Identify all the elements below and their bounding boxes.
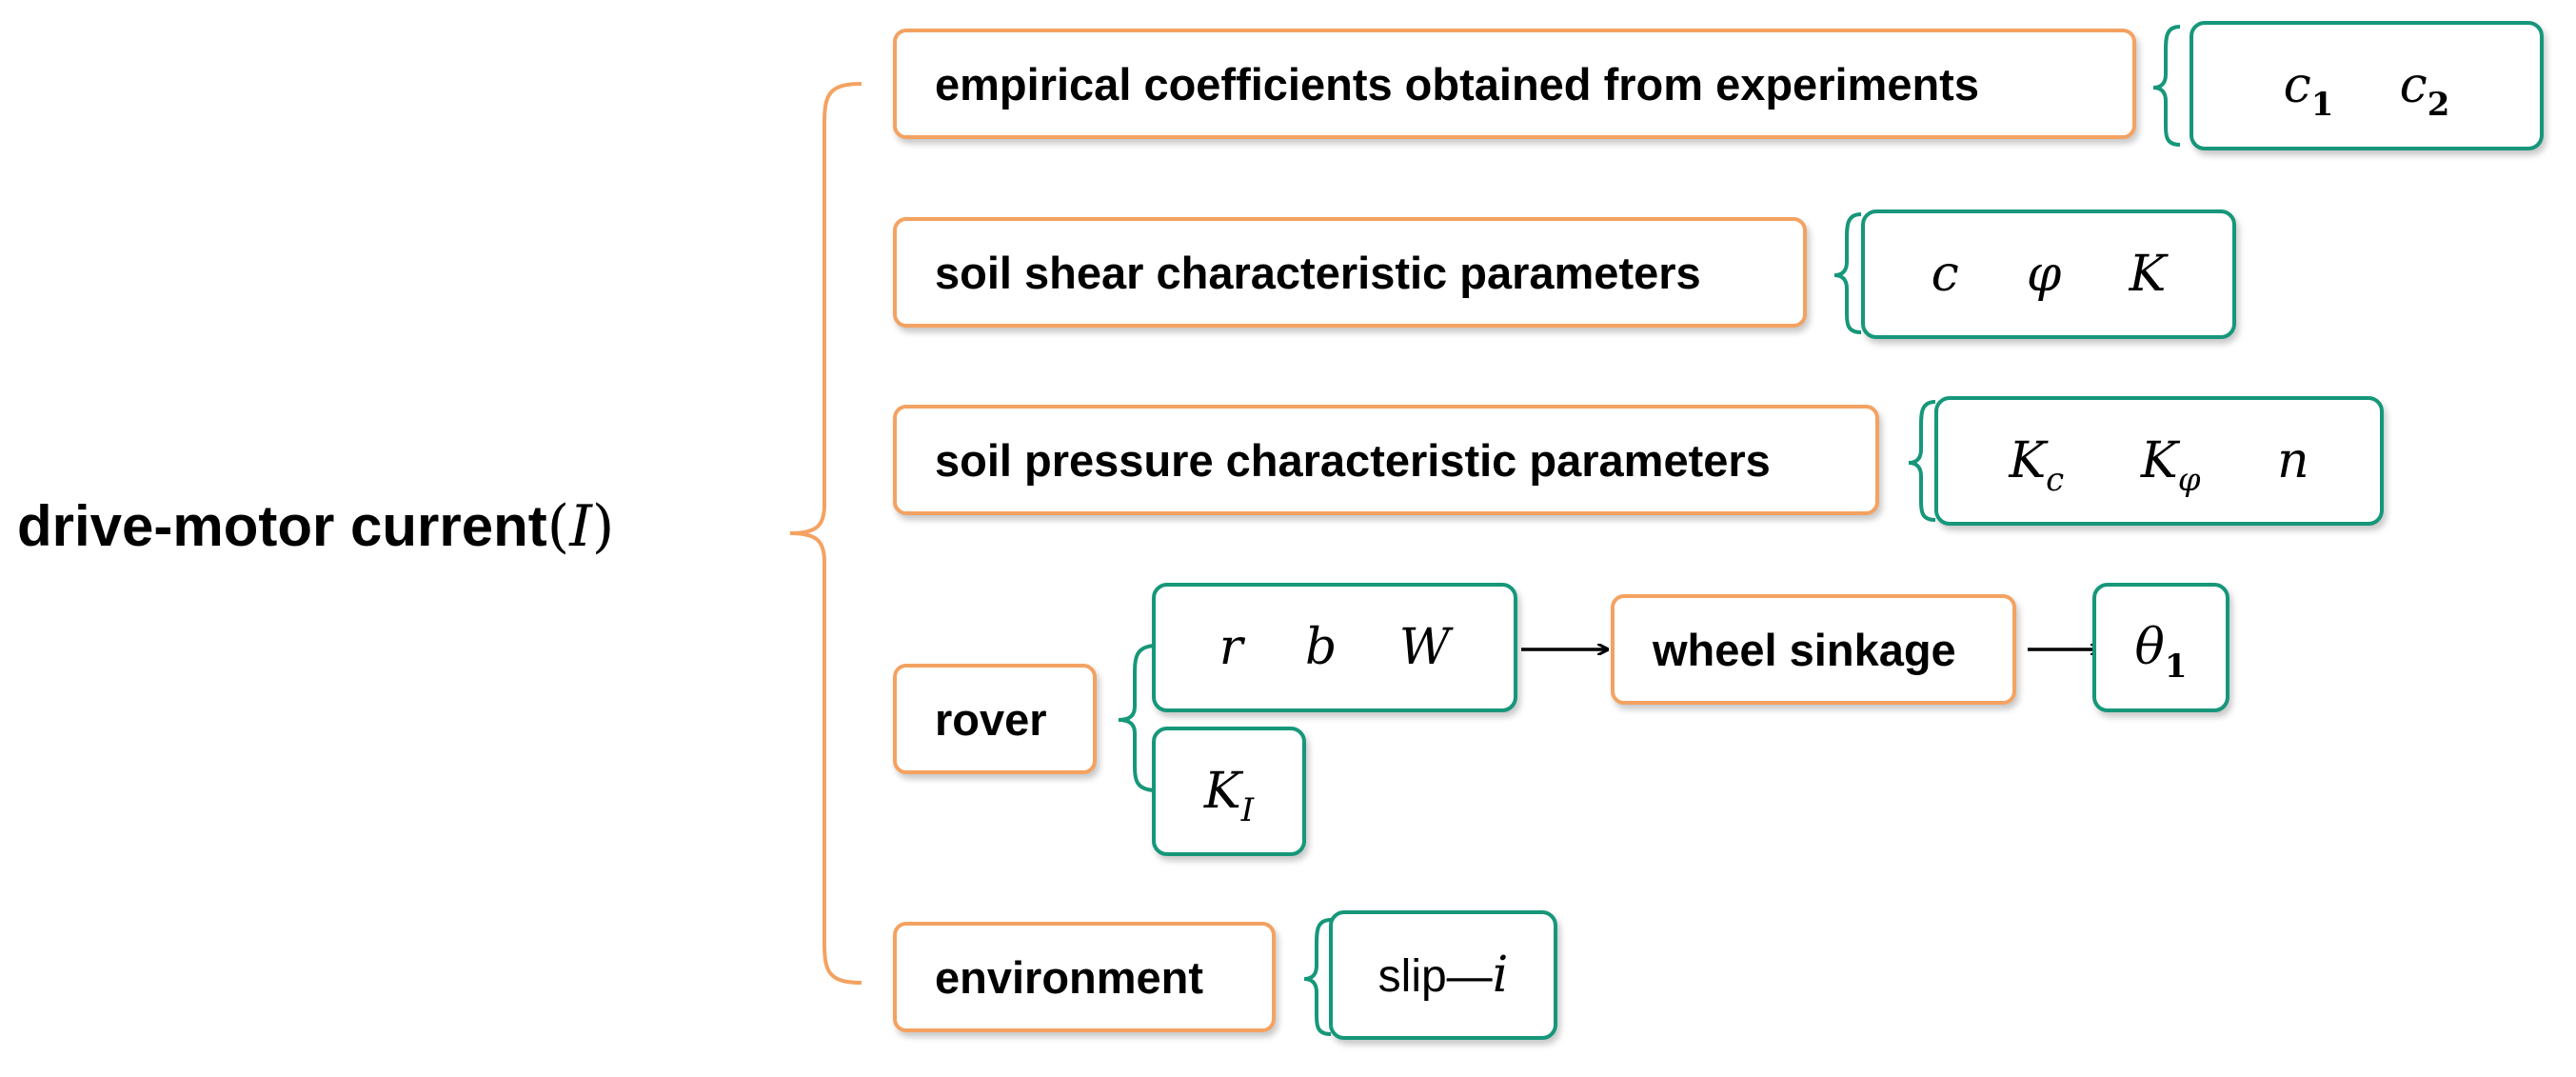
brace-environment <box>1303 918 1332 1036</box>
param-b: b <box>1305 619 1338 676</box>
brace-pressure <box>1908 400 1936 522</box>
params-pressure: Kc Kφ n <box>1934 396 2384 526</box>
category-empirical-label: empirical coefficients obtained from exp… <box>935 58 1979 110</box>
params-rover-geometry: r b W <box>1152 583 1517 712</box>
params-environment: slip—i <box>1329 910 1557 1040</box>
param-slip: slip—i <box>1377 947 1509 1004</box>
param-r: r <box>1219 619 1243 676</box>
param-phi: φ <box>2026 246 2062 303</box>
category-soil-shear: soil shear characteristic parameters <box>893 217 1807 328</box>
brace-empirical <box>2152 25 2181 147</box>
category-sinkage-label: wheel sinkage <box>1653 624 1956 675</box>
category-empirical-coefficients: empirical coefficients obtained from exp… <box>893 29 2136 139</box>
main-brace <box>789 82 862 985</box>
param-theta1: θ1 <box>2134 619 2188 686</box>
param-Kc: Kc <box>2009 432 2065 499</box>
param-Kphi: Kφ <box>2140 432 2201 499</box>
param-c1: c1 <box>2283 57 2334 124</box>
category-rover: rover <box>893 664 1097 774</box>
main-title-math: (I) <box>546 493 615 560</box>
category-environment-label: environment <box>935 951 1204 1003</box>
category-wheel-sinkage: wheel sinkage <box>1611 594 2016 705</box>
brace-rover <box>1118 644 1158 792</box>
param-W: W <box>1398 619 1451 676</box>
category-environment: environment <box>893 922 1276 1032</box>
params-shear: c φ K <box>1861 209 2236 339</box>
params-sinkage-result: θ1 <box>2092 583 2229 712</box>
main-title-text: drive-motor current <box>17 494 547 558</box>
param-n: n <box>2277 432 2309 489</box>
param-KI: KI <box>1203 763 1255 829</box>
main-title: drive-motor current(I) <box>17 493 614 560</box>
params-empirical: c1 c2 <box>2190 21 2544 150</box>
brace-shear <box>1833 212 1862 334</box>
param-c: c <box>1931 246 1959 303</box>
category-rover-label: rover <box>935 693 1047 745</box>
params-rover-other: KI <box>1152 727 1306 856</box>
category-soil-pressure: soil pressure characteristic parameters <box>893 405 1879 515</box>
category-shear-label: soil shear characteristic parameters <box>935 247 1701 298</box>
param-K: K <box>2129 246 2167 303</box>
param-c2: c2 <box>2399 57 2450 124</box>
category-pressure-label: soil pressure characteristic parameters <box>935 434 1771 486</box>
